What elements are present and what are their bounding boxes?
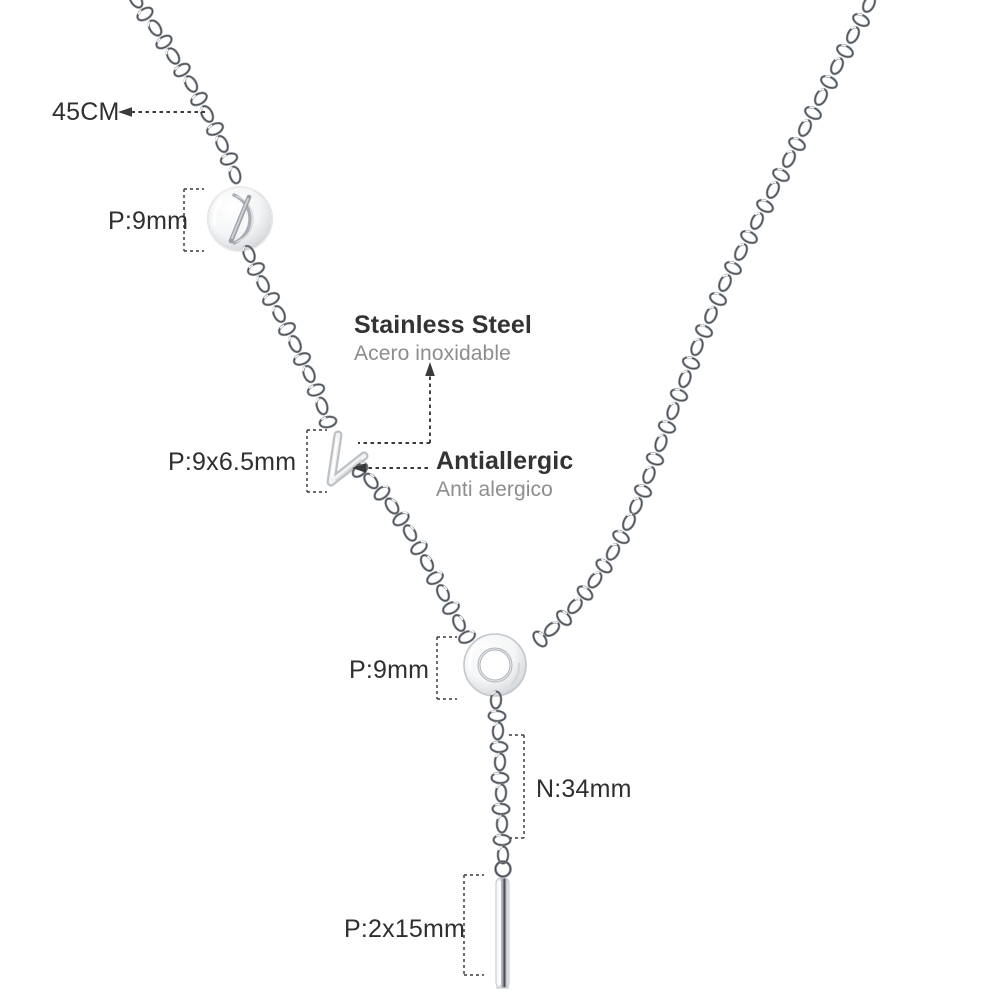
bracket-drop-length — [506, 734, 525, 839]
bar-pendant — [495, 877, 510, 989]
bracket-chevron-pendant — [306, 429, 327, 493]
label-ring-pendant-size: P:9mm — [349, 656, 430, 684]
bracket-disc-pendant — [183, 188, 204, 252]
label-drop-length: N:34mm — [536, 775, 632, 803]
bracket-ring-pendant — [436, 636, 457, 700]
feature-hypoallergenic-title: Antiallergic — [436, 447, 574, 475]
label-chevron-pendant-size: P:9x6.5mm — [168, 448, 297, 476]
leader-chain-length — [118, 107, 205, 117]
disc-pendant — [207, 186, 273, 252]
feature-hypoallergenic: Antiallergic Anti alergico — [436, 447, 573, 502]
feature-material-title: Stainless Steel — [354, 311, 532, 339]
label-chain-length: 45CM — [52, 98, 120, 126]
bracket-bar-pendant — [463, 874, 484, 976]
feature-material-subtitle: Acero inoxidable — [354, 342, 511, 365]
ring-pendant — [463, 633, 527, 697]
feature-hypoallergenic-subtitle: Anti alergico — [436, 478, 553, 501]
chevron-pendant — [326, 430, 369, 487]
feature-material: Stainless Steel Acero inoxidable — [354, 311, 532, 366]
label-bar-pendant-size: P:2x15mm — [344, 915, 466, 943]
drop-chain — [487, 690, 512, 878]
label-disc-pendant-size: P:9mm — [108, 207, 189, 235]
leader-material — [358, 362, 435, 444]
leader-hypoallergenic — [352, 463, 428, 473]
